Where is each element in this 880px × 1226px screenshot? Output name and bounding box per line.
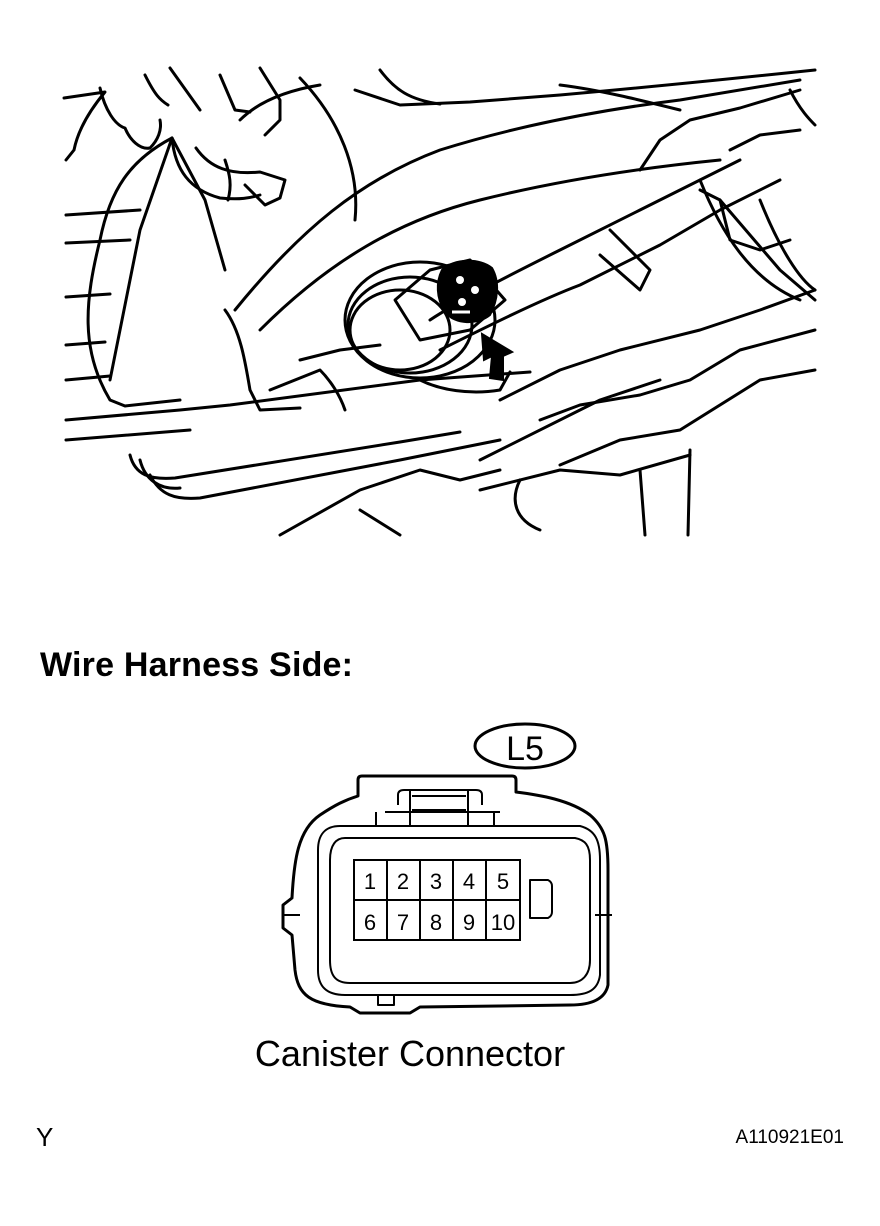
pin-6: 6 (364, 910, 376, 935)
connector-location-illustration (62, 66, 817, 537)
footer-mark: Y (36, 1122, 54, 1152)
pin-7: 7 (397, 910, 409, 935)
pin-4: 4 (463, 869, 475, 894)
pin-10: 10 (491, 910, 515, 935)
connector-diagram: L5 1 2 3 4 5 6 7 8 (281, 722, 612, 1015)
pin-1: 1 (364, 869, 376, 894)
pin-5: 5 (497, 869, 509, 894)
pin-3: 3 (430, 869, 442, 894)
figure-id: A110921E01 (735, 1127, 844, 1148)
connector-code-badge: L5 (473, 722, 577, 770)
section-heading: Wire Harness Side: (40, 646, 354, 684)
svg-text:L5: L5 (506, 730, 544, 768)
pin-9: 9 (463, 910, 475, 935)
connector-face (436, 259, 498, 324)
pin-2: 2 (397, 869, 409, 894)
connector-caption: Canister Connector (254, 1033, 566, 1074)
pin-8: 8 (430, 910, 442, 935)
pin-grid: 1 2 3 4 5 6 7 8 9 10 (353, 859, 521, 941)
up-left-arrow-icon (480, 332, 515, 382)
